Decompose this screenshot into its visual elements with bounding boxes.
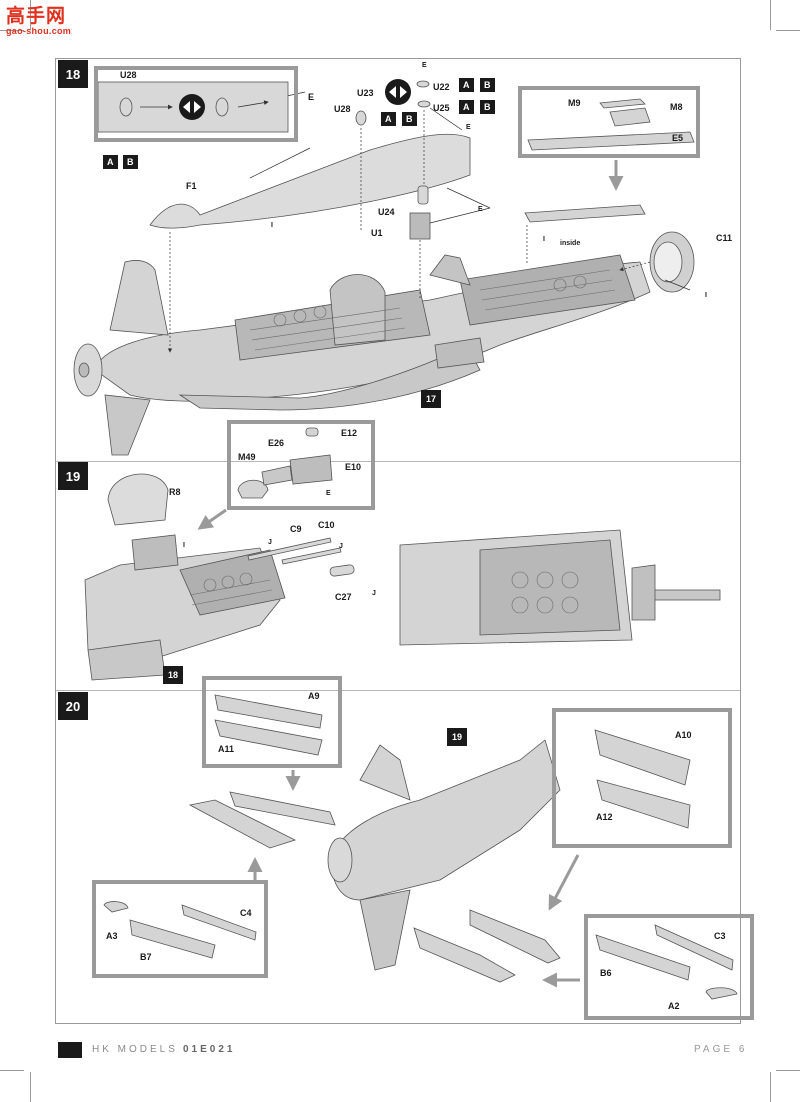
tag-j: J [339, 543, 343, 550]
tag-i: I [705, 292, 707, 299]
crop-mark [770, 0, 771, 30]
label-c3: C3 [714, 931, 726, 941]
variant-b: B [402, 112, 417, 126]
step18-inset-left-art [97, 81, 289, 133]
watermark-logo: 高手网 gao-shou.com [6, 6, 76, 40]
variant-a: A [459, 100, 474, 114]
step19-inset [227, 420, 375, 510]
tag-e: E [478, 206, 483, 213]
step-ref-19: 19 [447, 728, 467, 746]
label-e26: E26 [268, 438, 285, 448]
step18-engine-detail [249, 269, 616, 351]
step18-inset-left [94, 66, 298, 142]
step18-inset-right [518, 86, 700, 158]
label-e12: E12 [341, 428, 358, 438]
variant-b: B [123, 155, 138, 169]
label-u28: U28 [334, 104, 351, 114]
tag-i: I [183, 542, 185, 549]
crop-mark [776, 1070, 800, 1071]
step19-nose [84, 547, 286, 681]
tag-e: E [466, 124, 471, 131]
label-a10: A10 [675, 730, 692, 740]
step20-inset-right [552, 708, 732, 848]
label-a9: A9 [308, 691, 320, 701]
variant-a: A [103, 155, 118, 169]
step20-inset-bottom-right [584, 914, 754, 1020]
crop-mark [0, 1070, 24, 1071]
label-e10: E10 [345, 462, 362, 472]
tag-e: E [422, 62, 427, 69]
step18-fuselage [73, 254, 651, 456]
label-inside: inside [560, 240, 581, 247]
label-a3: A3 [106, 931, 118, 941]
label-a11: A11 [218, 744, 235, 754]
watermark-url: gao-shou.com [6, 26, 72, 36]
footer-brand: HK MODELS [92, 1044, 178, 1055]
variant-b: B [480, 100, 495, 114]
brand-logo-icon [58, 1042, 82, 1058]
crop-mark [30, 0, 31, 30]
tag-e: E [326, 490, 331, 497]
label-c27: C27 [335, 592, 352, 602]
watermark-cn: 高手网 [6, 5, 67, 27]
tag-j: J [268, 539, 272, 546]
label-c11: C11 [716, 233, 733, 243]
label-u25: U25 [433, 103, 450, 113]
label-u24: U24 [378, 207, 395, 217]
label-m9: M9 [568, 98, 581, 108]
variant-a: A [459, 78, 474, 92]
label-f1: F1 [186, 181, 197, 191]
crop-mark [776, 30, 800, 31]
canopy-part [149, 133, 471, 229]
crop-mark [0, 30, 24, 31]
tag-i: I [543, 236, 545, 243]
step-divider [56, 690, 740, 691]
page-number: PAGE 6 [694, 1044, 748, 1055]
label-a12: A12 [596, 812, 613, 822]
label-c9: C9 [290, 524, 302, 534]
direction-badge [385, 79, 411, 105]
tag-j: J [372, 590, 376, 597]
step-divider [56, 461, 740, 462]
label-m8: M8 [670, 102, 683, 112]
label-u22: U22 [433, 82, 450, 92]
step-ref-17: 17 [421, 390, 441, 408]
label-u23: U23 [357, 88, 374, 98]
step-number-19: 19 [58, 462, 88, 490]
label-b7: B7 [140, 952, 152, 962]
variant-a: A [381, 112, 396, 126]
label-c4: C4 [240, 908, 252, 918]
step20-inset-bottom-left [92, 880, 268, 978]
step-ref-18: 18 [163, 666, 183, 684]
step20-tail [327, 739, 561, 971]
step-number-18: 18 [58, 60, 88, 88]
crop-mark [30, 1072, 31, 1102]
label-r8: R8 [169, 487, 181, 497]
step-number-20: 20 [58, 692, 88, 720]
label-u28-inset: U28 [120, 70, 137, 80]
crop-mark [770, 1072, 771, 1102]
step19-engine-detail [399, 529, 721, 646]
variant-b: B [480, 78, 495, 92]
label-a2: A2 [668, 1001, 680, 1011]
label-e5: E5 [672, 133, 684, 143]
label-c10: C10 [318, 520, 335, 530]
footer-code: 01E021 [183, 1044, 236, 1055]
tag-i: I [271, 222, 273, 229]
tag-e-inset: E [308, 92, 315, 102]
label-b6: B6 [600, 968, 612, 978]
step20-inset-top [202, 676, 342, 768]
label-u1: U1 [371, 228, 383, 238]
page-frame [55, 58, 741, 1024]
label-m49: M49 [238, 452, 256, 462]
